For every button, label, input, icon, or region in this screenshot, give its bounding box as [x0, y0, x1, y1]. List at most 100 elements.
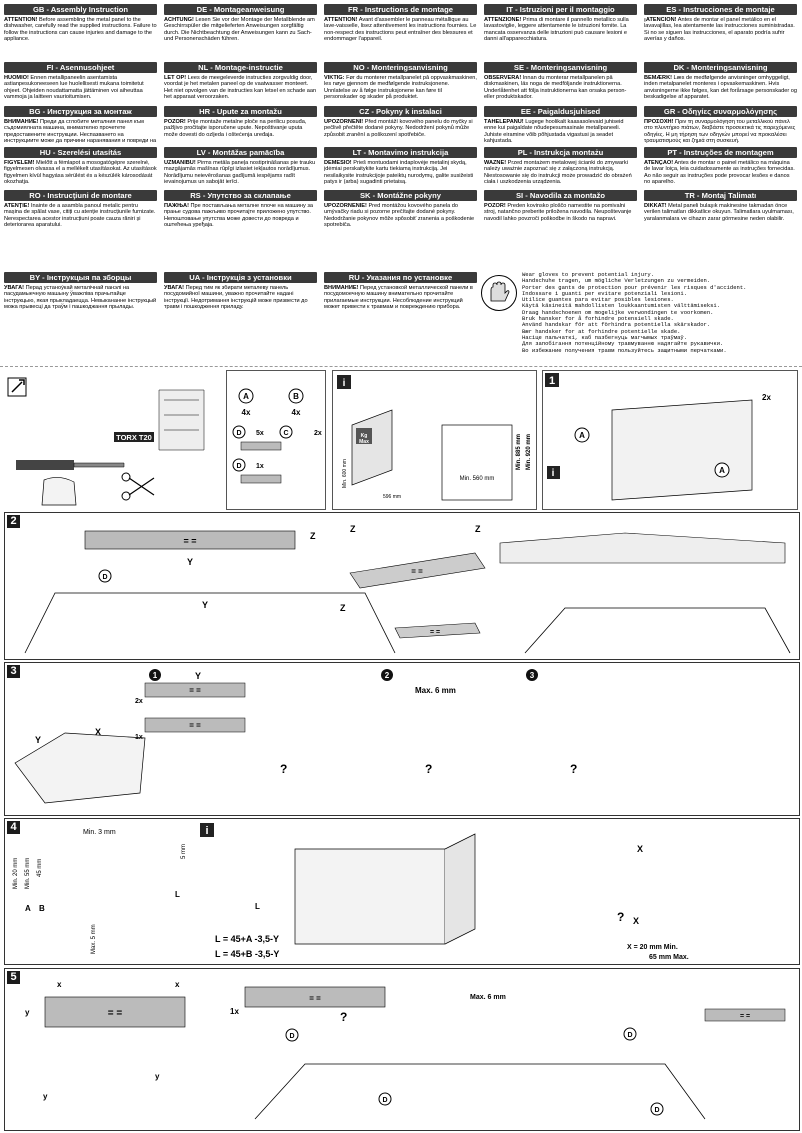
- svg-text:C: C: [283, 430, 288, 437]
- svg-text:D: D: [289, 1033, 294, 1040]
- warning-bold: УВАГА!: [164, 285, 185, 291]
- svg-text:Z: Z: [350, 524, 356, 534]
- warning-body: Metal paneli bulaşık makinesine takmadan…: [644, 203, 794, 222]
- svg-text:y: y: [43, 1092, 48, 1101]
- svg-text:A: A: [243, 392, 249, 401]
- warning-bold: ATENÇÃO!: [644, 160, 674, 166]
- svg-text:?: ?: [340, 1010, 347, 1024]
- warning-bold: BEMÆRK!: [644, 75, 672, 81]
- warning-bold: HUOMIO!: [4, 75, 29, 81]
- warning-bold: ¡ATENCIÓN!: [644, 17, 677, 23]
- warning-bold: LET OP!: [164, 75, 187, 81]
- svg-text:Z: Z: [340, 603, 346, 613]
- warning-title: FR - Instructions de montage: [324, 4, 477, 15]
- svg-text:Kg: Kg: [361, 433, 368, 439]
- step-5-number: 5: [7, 971, 20, 984]
- svg-text:?: ?: [280, 762, 287, 776]
- svg-text:Max. 5 mm: Max. 5 mm: [91, 924, 97, 954]
- warning-body: Før du monterer metallpanelet på oppvask…: [324, 75, 477, 101]
- svg-text:1: 1: [153, 671, 158, 680]
- svg-text:65 mm Max.: 65 mm Max.: [649, 954, 689, 961]
- warning-bold: WAŻNE!: [484, 160, 507, 166]
- warning-body: Lees de meegeleverde instructies zorgvul…: [164, 75, 317, 101]
- svg-text:Min. 55 mm: Min. 55 mm: [25, 858, 31, 889]
- svg-text:Min. 560 mm: Min. 560 mm: [460, 476, 495, 482]
- step-5-panel: 5 = = x x y y y 1x = = D ? Max. 6 mm D D…: [4, 968, 800, 1131]
- svg-text:B: B: [39, 904, 45, 913]
- svg-text:L = 45+B -3,5-Y: L = 45+B -3,5-Y: [215, 949, 279, 959]
- warning-bold: ATTENTION!: [4, 17, 38, 23]
- warning-bold: UZMANĪBU!: [164, 160, 196, 166]
- warning-body: Преди да сглобите металния панел към съд…: [4, 119, 157, 145]
- svg-text:= =: = =: [309, 994, 321, 1003]
- warning-text: ATTENZIONE! Prima di montare il pannello…: [484, 17, 637, 43]
- svg-text:L: L: [175, 890, 180, 899]
- warning-text: UPOZORNENIE! Pred montážou kovového pane…: [324, 203, 477, 229]
- step-2-illustration: = = Y Z D Y Z = = Z Z = =: [24, 524, 791, 654]
- svg-text:5x: 5x: [256, 430, 264, 437]
- svg-text:Max. 6 mm: Max. 6 mm: [415, 686, 456, 695]
- glove-line: Porter des gants de protection pour prév…: [522, 283, 747, 291]
- warning-bold: ATENŢIE!: [4, 203, 30, 209]
- svg-text:D: D: [654, 1107, 659, 1114]
- warning-text: ATTENTION! Avant d'assembler le panneau …: [324, 17, 477, 43]
- warning-body: Пре постављања металне плоче на машину з…: [164, 203, 313, 229]
- warning-text: OBSERVERA! Innan du monterar metallpanel…: [484, 75, 637, 101]
- warning-title: GB - Assembly Instruction: [4, 4, 157, 15]
- warning-body: Preden kovinsko ploščo namestite na pomi…: [484, 203, 632, 222]
- step-4-number: 4: [7, 821, 20, 834]
- warning-body: Przed montażem metalowej ścianki do zmyw…: [484, 160, 632, 186]
- svg-text:4x: 4x: [292, 408, 301, 417]
- warning-bold: POZOR!: [164, 119, 186, 125]
- svg-text:= =: = =: [411, 567, 423, 576]
- warning-body: Prije montaže metalne ploče na perilicu …: [164, 119, 307, 138]
- warning-text: ПАЖЊА! Пре постављања металне плоче на м…: [164, 203, 317, 229]
- warning-bold: ПАЖЊА!: [164, 203, 189, 209]
- step-1-illustration: 1 A A 2x i: [542, 370, 798, 510]
- warning-text: ВНИМАНИЕ! Преди да сглобите металния пан…: [4, 119, 157, 145]
- svg-text:D: D: [382, 1097, 387, 1104]
- warning-text: ΠΡΟΣΟΧΗ! Πριν τη συναρμολόγηση του μεταλ…: [644, 119, 797, 145]
- warning-title: SK - Montážne pokyny: [324, 190, 477, 201]
- warning-body: Pred montážou kovového panela do umývačk…: [324, 203, 475, 229]
- svg-text:4x: 4x: [242, 408, 251, 417]
- warning-body: Lugege hoolikalt kaasasolevaid juhiseid …: [484, 119, 624, 145]
- glove-line: Насіце пальчаткі, каб пазбегнуць магчымы…: [522, 333, 688, 341]
- svg-text:i: i: [205, 825, 208, 837]
- warning-title: NL - Montage-instructie: [164, 62, 317, 73]
- svg-text:5 mm: 5 mm: [181, 844, 187, 859]
- warning-bold: ВНИМАНИЕ!: [324, 285, 359, 291]
- svg-text:Z: Z: [475, 524, 481, 534]
- svg-text:1: 1: [549, 375, 555, 387]
- warning-bold: DĖMESIO!: [324, 160, 352, 166]
- warning-bold: ACHTUNG!: [164, 17, 194, 23]
- warning-title: CZ - Pokyny k instalaci: [324, 106, 477, 117]
- svg-text:Min. 920 mm: Min. 920 mm: [526, 434, 532, 470]
- warning-body: Înainte de a asambla panoul metalic pent…: [4, 203, 156, 229]
- warning-text: ACHTUNG! Lesen Sie vor der Montage der M…: [164, 17, 317, 43]
- svg-text:= =: = =: [740, 1013, 750, 1020]
- warning-text: UPOZORNĚNÍ! Před montáží kovového panelu…: [324, 119, 477, 145]
- warning-title: BY - Інструкцыя па зборцы: [4, 272, 157, 283]
- svg-text:A: A: [719, 466, 725, 475]
- svg-text:X: X: [637, 844, 643, 854]
- warning-body: Перед установкой металлической панели в …: [324, 285, 473, 311]
- warning-body: Læs de medfølgende anvisninger omhyggeli…: [644, 75, 797, 101]
- warning-text: TÄHELEPANU! Lugege hoolikalt kaasasoleva…: [484, 119, 637, 145]
- warning-text: HUOMIO! Ennen metallipaneelin asentamist…: [4, 75, 157, 101]
- scissors-icon: [128, 477, 155, 496]
- svg-text:L: L: [255, 902, 260, 911]
- warning-bold: VIKTIG:: [324, 75, 345, 81]
- svg-text:y: y: [155, 1072, 160, 1081]
